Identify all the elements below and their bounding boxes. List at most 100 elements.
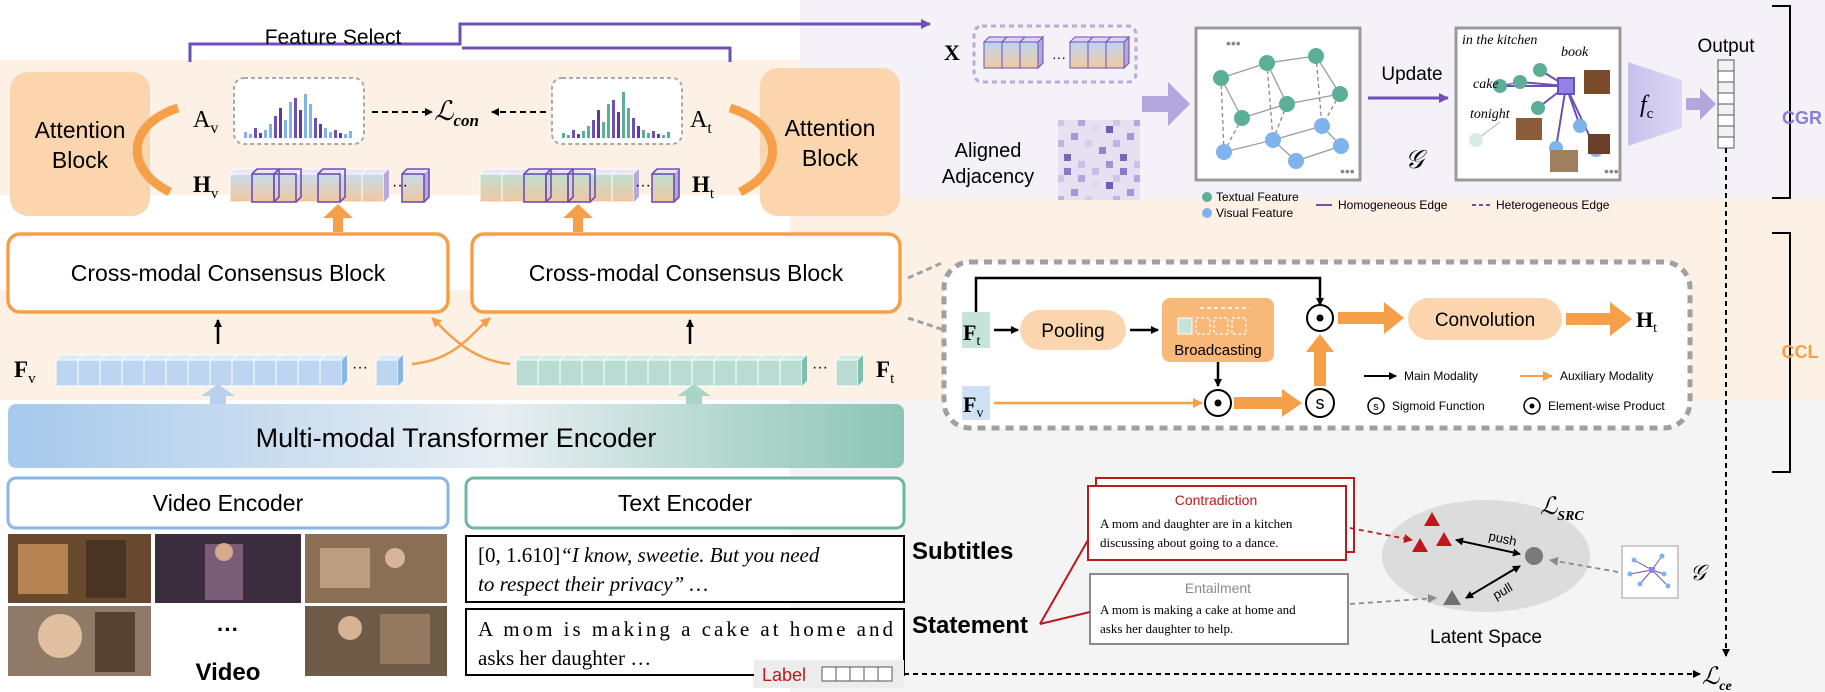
output-cell <box>1717 92 1735 105</box>
feature-cell <box>77 359 101 387</box>
ccl-ft-label: Ft <box>963 320 980 349</box>
visual-node <box>1216 144 1232 160</box>
statement-to-boxes <box>1039 539 1091 625</box>
h-t-label: Ht <box>692 172 715 202</box>
video-frames <box>8 534 447 676</box>
textual-node <box>1213 70 1229 86</box>
anchor-point <box>1525 547 1543 565</box>
output-cell <box>1717 103 1735 116</box>
legend-hetero: Heterogeneous Edge <box>1496 198 1610 212</box>
histogram-bar <box>309 104 312 138</box>
feature-cell <box>251 173 275 203</box>
entailment-title: Entailment <box>1185 580 1251 596</box>
attention-block-right <box>760 68 900 216</box>
histogram-bar <box>577 134 580 138</box>
image-thumb <box>1584 70 1610 94</box>
feature-cell-side <box>802 355 807 386</box>
entailment-box <box>1089 573 1349 645</box>
ccl-callout-2 <box>907 316 945 332</box>
histogram-bar <box>562 133 565 138</box>
ccb-left <box>6 232 450 314</box>
f-v-dots: ··· <box>352 359 368 376</box>
video-encoder <box>6 476 450 530</box>
histogram-bar <box>324 128 327 138</box>
label-word: Label <box>762 665 806 685</box>
feature-cell <box>603 359 627 387</box>
thumb-hub <box>1649 567 1655 573</box>
broadcasting-label: Broadcasting <box>1174 342 1262 359</box>
visual-node <box>1265 132 1281 148</box>
graph-after-nodes: ••• <box>1469 63 1619 179</box>
entailment-line1: A mom is making a cake at home and <box>1100 602 1296 617</box>
histogram-bar <box>294 98 297 138</box>
histogram-bar <box>607 104 610 138</box>
contradiction-box <box>1087 485 1347 561</box>
contradiction-line1: A mom and daughter are in a kitchen <box>1100 516 1293 531</box>
highlight-cell-edge <box>273 168 302 203</box>
attention-block-right-line1: Attention <box>785 115 876 141</box>
legend-sigmoid-glyph: s <box>1373 401 1379 413</box>
f-t-dots: ··· <box>812 359 828 376</box>
ccl-fv-label: Fv <box>963 392 983 421</box>
feature-cell <box>625 359 649 387</box>
ccl-tag: CCL <box>1782 342 1819 362</box>
x-cube <box>1069 41 1089 69</box>
legend-sigmoid-icon <box>1367 397 1385 415</box>
label-cell <box>821 666 837 682</box>
feature-cell <box>143 359 167 387</box>
label-cell <box>849 666 865 682</box>
g-symbol-src: 𝒢 <box>1690 560 1709 585</box>
kitchen-label: in the kitchen <box>1462 33 1537 48</box>
enc-up-arrow-right <box>677 384 711 404</box>
x-cube-side <box>1123 35 1130 70</box>
feature-cell <box>479 173 503 203</box>
subtitle-line1: [0, 1.610]“I know, sweetie. But you need <box>478 543 820 567</box>
output-cell <box>1717 81 1735 94</box>
red-triangle-3 <box>1436 532 1452 546</box>
up-arrow-left <box>323 204 353 232</box>
thumb-node <box>1631 557 1637 563</box>
graph-edge <box>1272 125 1323 141</box>
feature-cell <box>691 359 715 387</box>
book-label: book <box>1561 45 1589 60</box>
x-cube <box>983 41 1003 69</box>
feature-cell <box>757 359 781 387</box>
update-label: Update <box>1381 64 1442 85</box>
feature-cell <box>229 173 253 203</box>
attention-arrow-left <box>132 103 180 197</box>
graph-edge <box>1286 93 1341 105</box>
textual-node <box>1279 96 1295 112</box>
video-ellipsis: ··· <box>217 617 239 642</box>
f-v-feature-row <box>55 354 404 387</box>
histogram-bar <box>289 102 292 138</box>
label-cell <box>877 666 893 682</box>
textual-node <box>1259 55 1275 71</box>
feature-cell <box>537 359 561 387</box>
feature-cell <box>361 173 385 203</box>
highlight-cell-edge <box>317 168 346 203</box>
latent-space <box>1382 500 1590 612</box>
legend-sigmoid: Sigmoid Function <box>1392 399 1485 413</box>
feature-cell <box>651 173 675 203</box>
sigmoid-circle <box>1305 388 1335 418</box>
feature-cell <box>317 173 341 203</box>
legend-aux: Auxiliary Modality <box>1560 369 1653 383</box>
thumb-node <box>1627 571 1633 577</box>
pull-arrow-back <box>1465 567 1517 599</box>
feature-cell <box>559 359 583 387</box>
video-label: Video <box>196 659 261 686</box>
sigmoid-to-product <box>1306 334 1334 386</box>
attention-block-left <box>10 72 150 216</box>
x-cube <box>1087 41 1107 69</box>
output-vector <box>1717 59 1735 149</box>
histogram-bar <box>264 130 267 138</box>
feature-cell-side <box>634 169 639 202</box>
subtitle-line2: to respect their privacy” … <box>478 572 708 596</box>
feature-cell <box>231 359 255 387</box>
fc-label: fc <box>1640 92 1654 122</box>
output-cell <box>1717 70 1735 83</box>
aligned-adjacency-line1: Aligned <box>955 140 1022 162</box>
g-thumbnail-graph <box>1627 553 1671 589</box>
x-dots: ··· <box>1052 49 1066 65</box>
